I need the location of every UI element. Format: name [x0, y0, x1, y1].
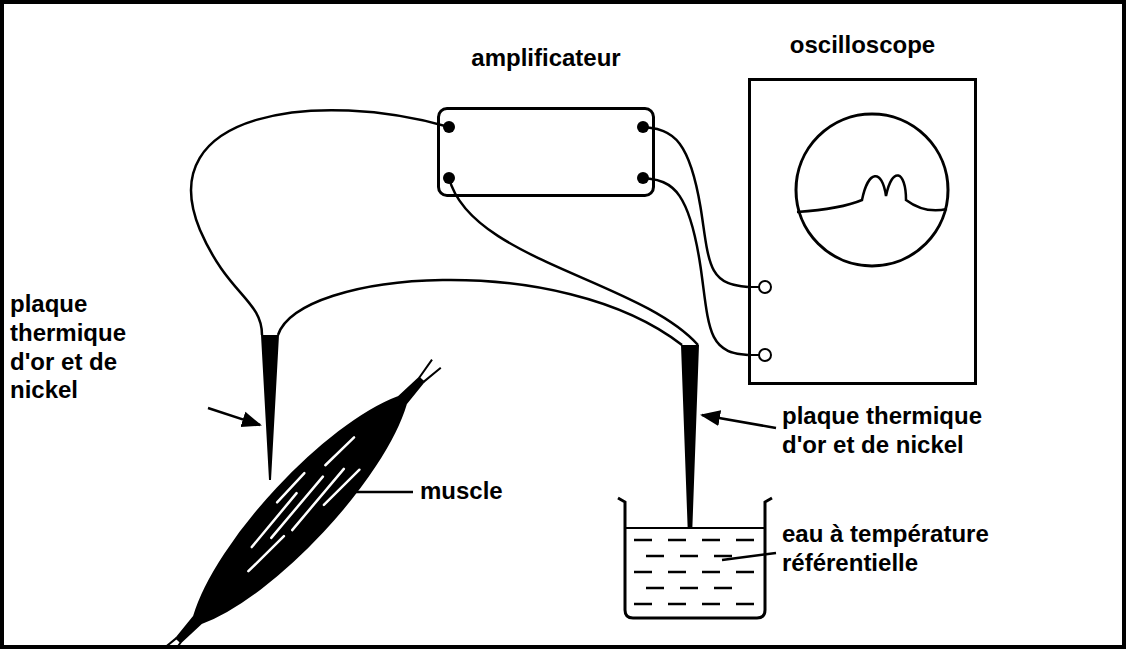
- oscilloscope-screen: [796, 114, 948, 266]
- beaker: [618, 498, 772, 618]
- leader-lines: [208, 408, 776, 560]
- signal-wire: [643, 127, 748, 287]
- part-label: plaque thermique d'or et de nickel: [782, 402, 1032, 460]
- device-label: oscilloscope: [790, 31, 935, 59]
- oscilloscope-box: oscilloscope: [748, 78, 977, 385]
- signal-trace: [797, 175, 947, 212]
- amplifier-box: amplificateur: [437, 107, 655, 197]
- thermocouple-probe: [262, 335, 278, 480]
- device-label: amplificateur: [471, 44, 620, 72]
- part-label: eau à température référentielle: [782, 520, 1032, 578]
- part-label: plaque thermique d'or et de nickel: [10, 290, 160, 405]
- muscle-illustration: [141, 342, 460, 649]
- signal-wire: [643, 178, 748, 355]
- oscilloscope-terminals: [748, 281, 771, 361]
- amplifier-terminals: [443, 121, 649, 184]
- thermocouple-wires: [191, 110, 698, 345]
- part-label: muscle: [420, 477, 560, 506]
